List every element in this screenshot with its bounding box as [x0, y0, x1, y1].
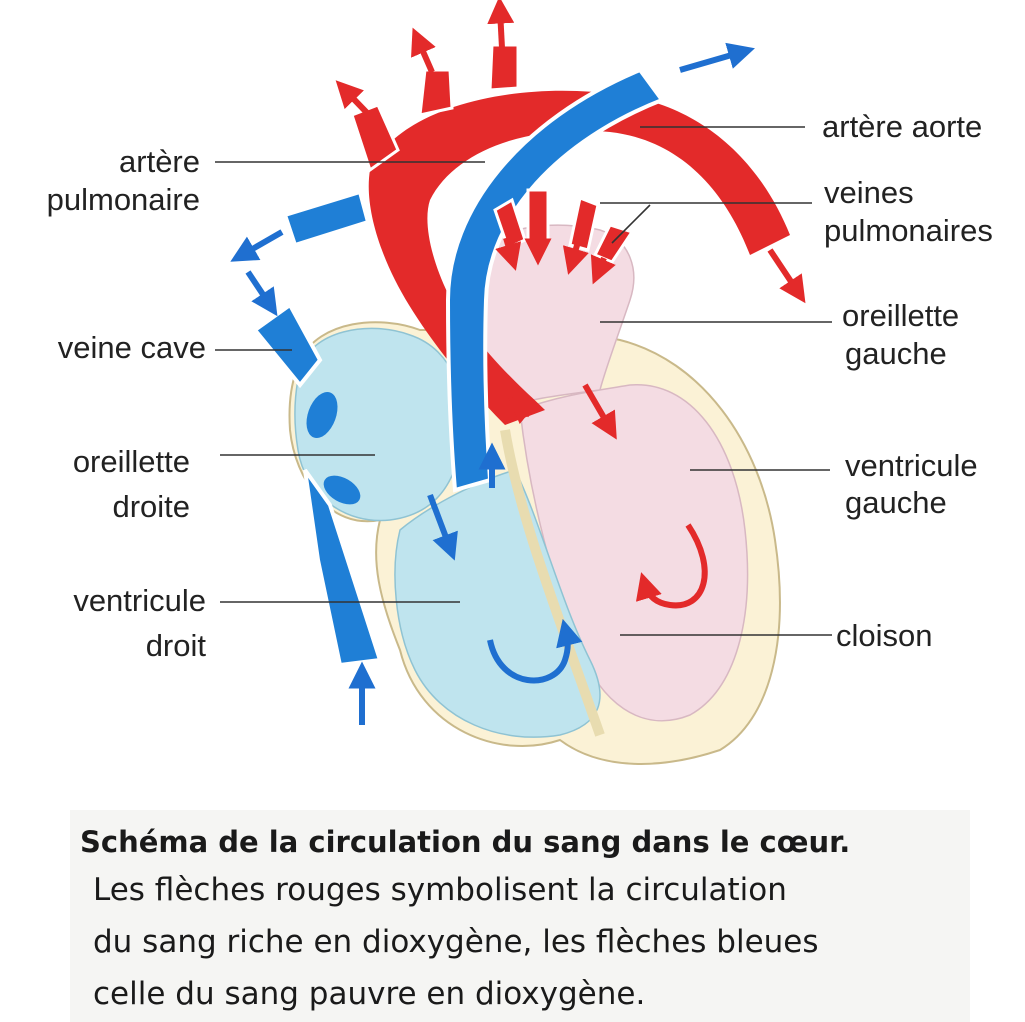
red-arrow — [507, 396, 538, 425]
label-oreillette-gauche-2: gauche — [845, 336, 947, 371]
aorta-branch — [350, 103, 400, 173]
label-artere-aorte: artère aorte — [822, 109, 982, 144]
label-ventricule-gauche-2: gauche — [845, 485, 947, 520]
red-arrow — [767, 248, 806, 304]
label-oreillette-droite-1: oreillette — [73, 444, 190, 479]
label-ventricule-droit-2: droit — [146, 628, 207, 663]
caption-title: Schéma de la circulation du sang dans le… — [80, 825, 850, 859]
caption-line-1: Les flèches rouges symbolisent la circul… — [93, 872, 787, 908]
pulmonary-branch-left — [282, 189, 371, 248]
red-arrow — [590, 254, 616, 285]
caption-line-3: celle du sang pauvre en dioxygène. — [93, 976, 645, 1012]
blue-arrow — [245, 270, 278, 317]
red-arrow-curved — [635, 523, 708, 609]
label-veines-pulmonaires-1: veines — [824, 175, 914, 210]
label-artere-pulmonaire-1: artère — [119, 144, 200, 179]
caption-background — [70, 810, 970, 1022]
leader-lines — [215, 126, 832, 636]
blue-arrow — [230, 229, 284, 262]
label-cloison: cloison — [836, 618, 933, 653]
red-arrow — [411, 27, 436, 74]
vena-cava-upper — [252, 302, 323, 389]
red-arrow — [495, 237, 522, 271]
red-arrow — [582, 383, 617, 440]
label-veine-cave: veine cave — [58, 330, 206, 365]
label-oreillette-droite-2: droite — [112, 489, 190, 524]
pulmonary-artery — [445, 67, 666, 493]
aorta-branch — [418, 68, 454, 117]
aorta-branch — [488, 43, 520, 92]
red-arrow — [562, 241, 589, 275]
label-artere-pulmonaire-2: pulmonaire — [47, 182, 200, 217]
caption-line-2: du sang riche en dioxygène, les flèches … — [93, 924, 819, 960]
blue-arrow — [679, 42, 755, 73]
label-oreillette-gauche-1: oreillette — [842, 298, 959, 333]
septum — [500, 429, 605, 737]
blue-arrows — [230, 42, 755, 725]
vein-opening — [306, 391, 338, 439]
blue-arrow — [427, 493, 458, 561]
red-arrow — [335, 80, 375, 121]
label-ventricule-droit-1: ventricule — [73, 583, 206, 618]
blue-arrow-curved — [487, 618, 583, 684]
red-arrow — [487, 0, 515, 49]
red-arrows — [335, 0, 806, 609]
label-ventricule-gauche-1: ventricule — [845, 448, 978, 483]
right-atrium — [294, 327, 464, 522]
vein-opening — [323, 475, 361, 505]
label-veines-pulmonaires-2: pulmonaires — [824, 213, 993, 248]
